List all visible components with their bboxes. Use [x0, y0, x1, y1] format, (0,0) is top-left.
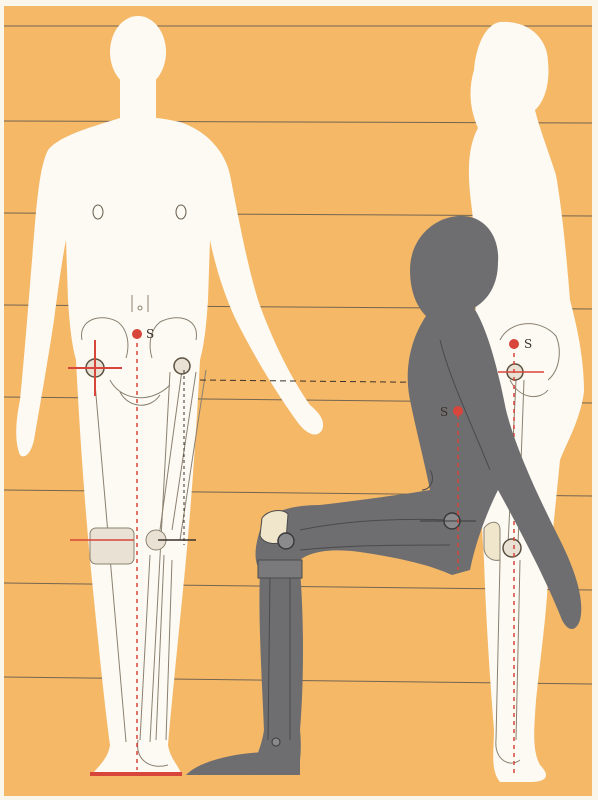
side-s-label: S: [524, 337, 532, 351]
seated-center-of-gravity: [453, 406, 463, 416]
side-knee-joint: [503, 539, 521, 557]
seated-s-label: S: [440, 405, 448, 419]
seated-knee-joint: [278, 533, 294, 549]
side-lower-leg-front: [484, 522, 500, 560]
side-center-of-gravity: [509, 339, 519, 349]
seated-ankle-joint: [272, 738, 280, 746]
front-foot-base: [90, 772, 182, 776]
front-s-label: S: [146, 327, 154, 341]
front-neck: [120, 80, 156, 120]
front-center-of-gravity: [132, 329, 142, 339]
front-head: [110, 16, 166, 88]
front-hip-joint-right: [174, 358, 190, 374]
front-knee-left: [90, 528, 134, 564]
seated-knee-block: [258, 560, 302, 578]
